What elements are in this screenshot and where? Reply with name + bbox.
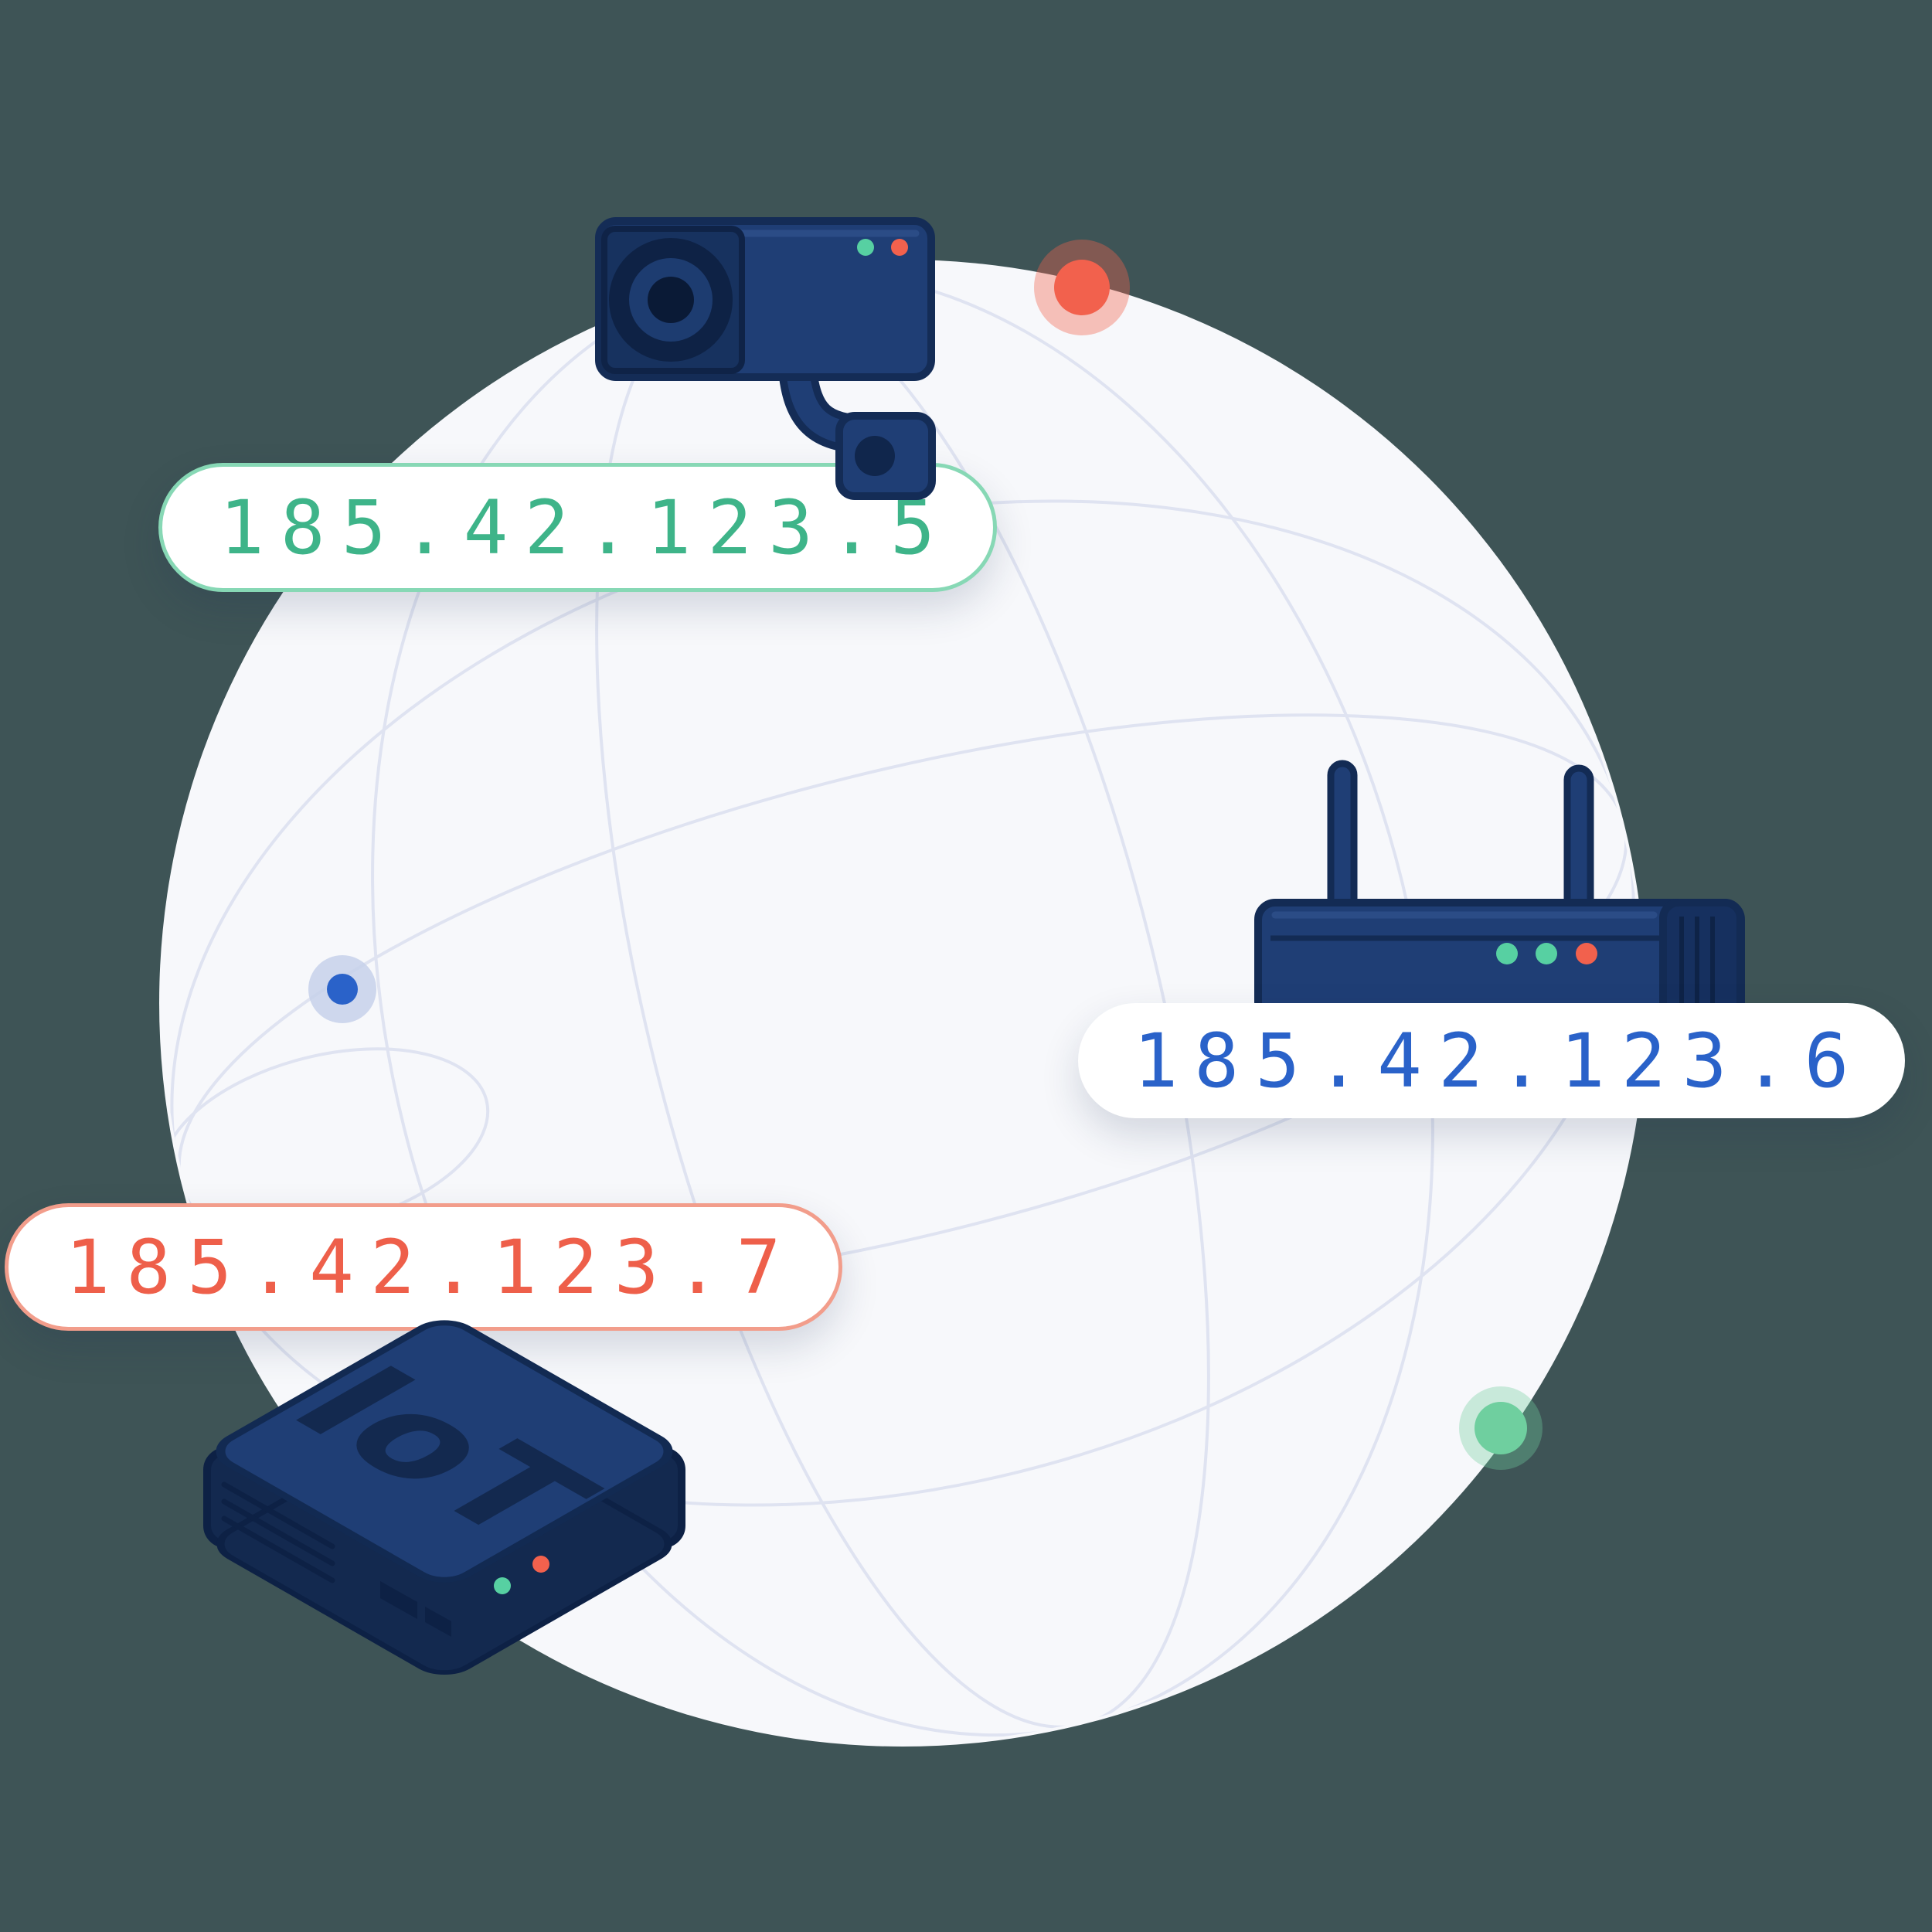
iot-box-label: IoT <box>253 1344 631 1561</box>
red-node-dot <box>1034 240 1130 335</box>
router-led-red <box>1576 943 1597 964</box>
camera-lens-inner <box>648 277 694 323</box>
iot-box-top-face <box>216 1320 673 1583</box>
camera-lens-panel <box>601 226 745 374</box>
iot-box-icon: IoT <box>203 1320 685 1675</box>
wifi-router-icon <box>1254 760 1745 1022</box>
camera-led-red <box>891 239 908 256</box>
camera-lens-outer <box>609 238 733 362</box>
router-body <box>1254 899 1745 1022</box>
camera-body <box>595 217 935 381</box>
router-antenna-right <box>1563 764 1594 919</box>
iot-led-red <box>532 1556 549 1573</box>
ip-text-camera: 185.42.123.5 <box>219 484 951 571</box>
ip-text-iot-box: 185.42.123.7 <box>65 1223 798 1311</box>
camera-lens-ring <box>629 258 713 342</box>
ip-label-iot-box: 185.42.123.7 <box>5 1203 842 1331</box>
router-led-green-1 <box>1496 943 1518 964</box>
cctv-camera-icon <box>595 217 936 500</box>
ip-label-camera: 185.42.123.5 <box>158 463 997 592</box>
router-vent-panel <box>1659 899 1744 1022</box>
ip-text-router: 185.42.123.6 <box>1133 1017 1866 1104</box>
ip-label-router: 185.42.123.6 <box>1078 1003 1905 1118</box>
green-node-dot <box>1459 1386 1543 1470</box>
blue-node-dot <box>308 955 376 1023</box>
iot-led-green <box>494 1577 511 1594</box>
camera-led-green <box>857 239 874 256</box>
router-led-green-2 <box>1536 943 1557 964</box>
router-antenna-left <box>1327 760 1358 918</box>
